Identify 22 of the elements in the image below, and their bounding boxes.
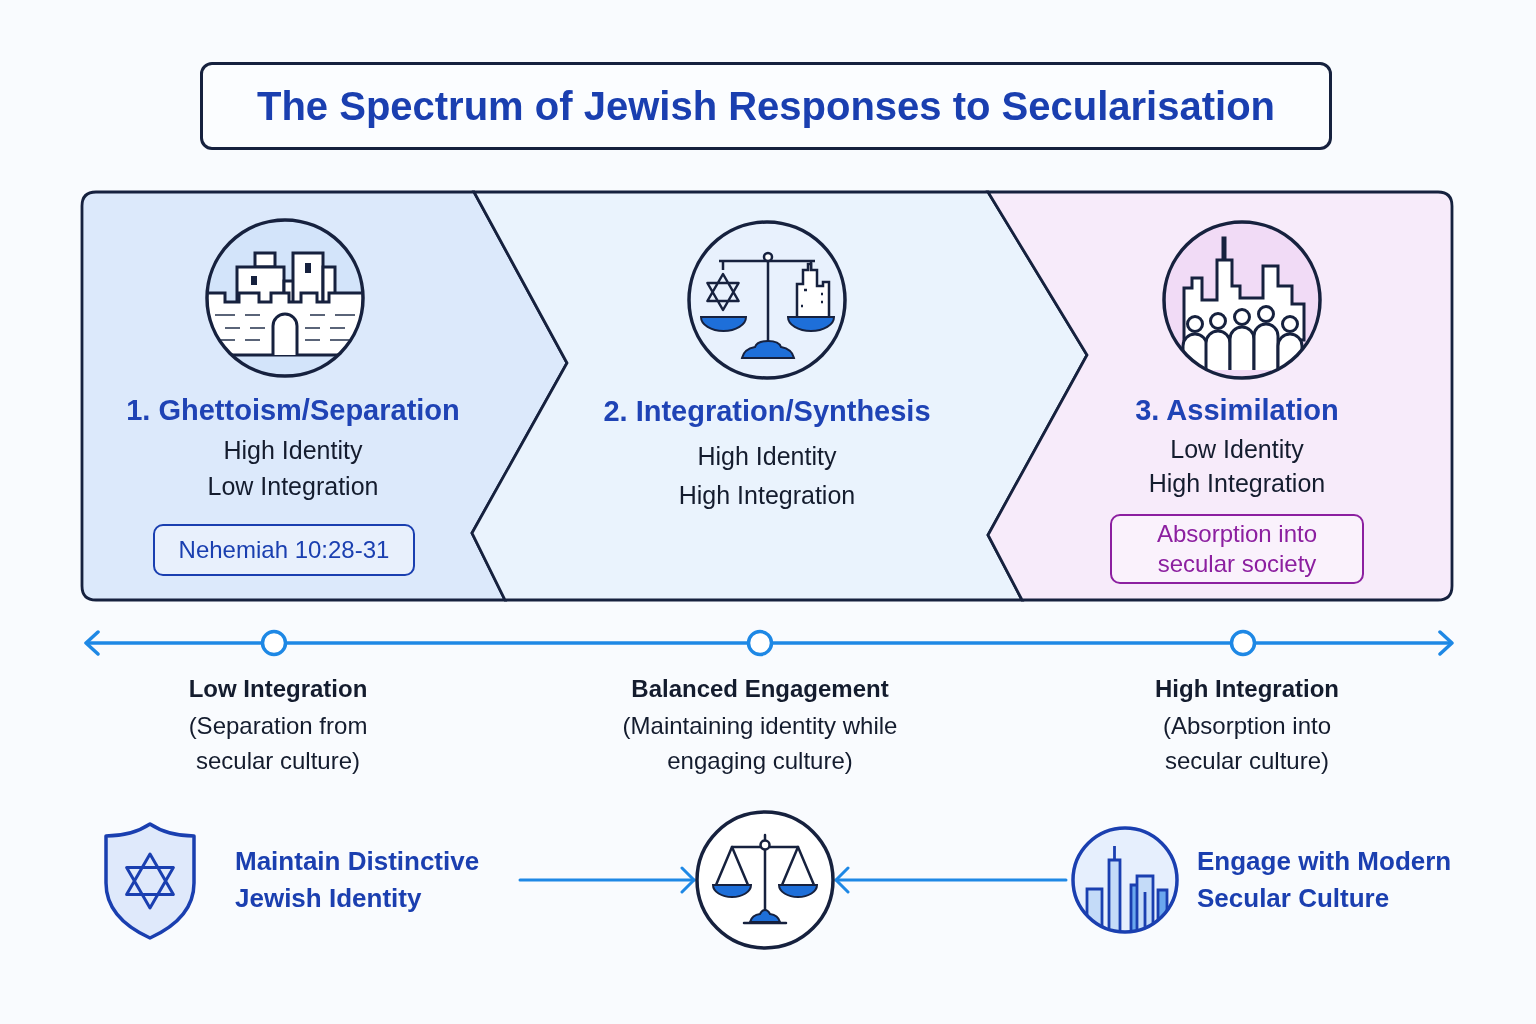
axis-note: (Separation from secular culture)	[187, 711, 369, 776]
goal-text: Engage with Modern Secular Culture	[1197, 845, 1453, 915]
goal-text: Maintain Distinctive Jewish Identity	[235, 845, 481, 915]
panel-heading: 1. Ghettoism/Separation	[126, 393, 460, 428]
panel-description: High Identity Low Integration	[206, 435, 380, 502]
axis-note: (Absorption into secular culture)	[1161, 711, 1333, 776]
axis-label: Balanced Engagement	[631, 674, 889, 704]
axis-label: Low Integration	[188, 674, 368, 704]
chevron-panel	[472, 192, 1087, 600]
axis-note: (Maintaining identity while engaging culture)	[621, 711, 899, 776]
summary-label: Absorption into secular society	[1110, 514, 1364, 584]
panel-description: High Identity High Integration	[677, 441, 857, 511]
arrow	[834, 866, 1068, 894]
panel-heading: 3. Assimilation	[1135, 393, 1339, 428]
arrow	[518, 866, 696, 894]
axis-label: High Integration	[1155, 674, 1339, 704]
chevron-panel	[988, 192, 1452, 600]
panel-heading: 2. Integration/Synthesis	[603, 394, 931, 429]
balance-scale-drawing	[694, 809, 836, 951]
reference-label: Nehemiah 10:28-31	[153, 524, 415, 576]
title: The Spectrum of Jewish Responses to Secularisation	[200, 62, 1332, 150]
panel-description: Low Identity High Integration	[1147, 434, 1327, 499]
